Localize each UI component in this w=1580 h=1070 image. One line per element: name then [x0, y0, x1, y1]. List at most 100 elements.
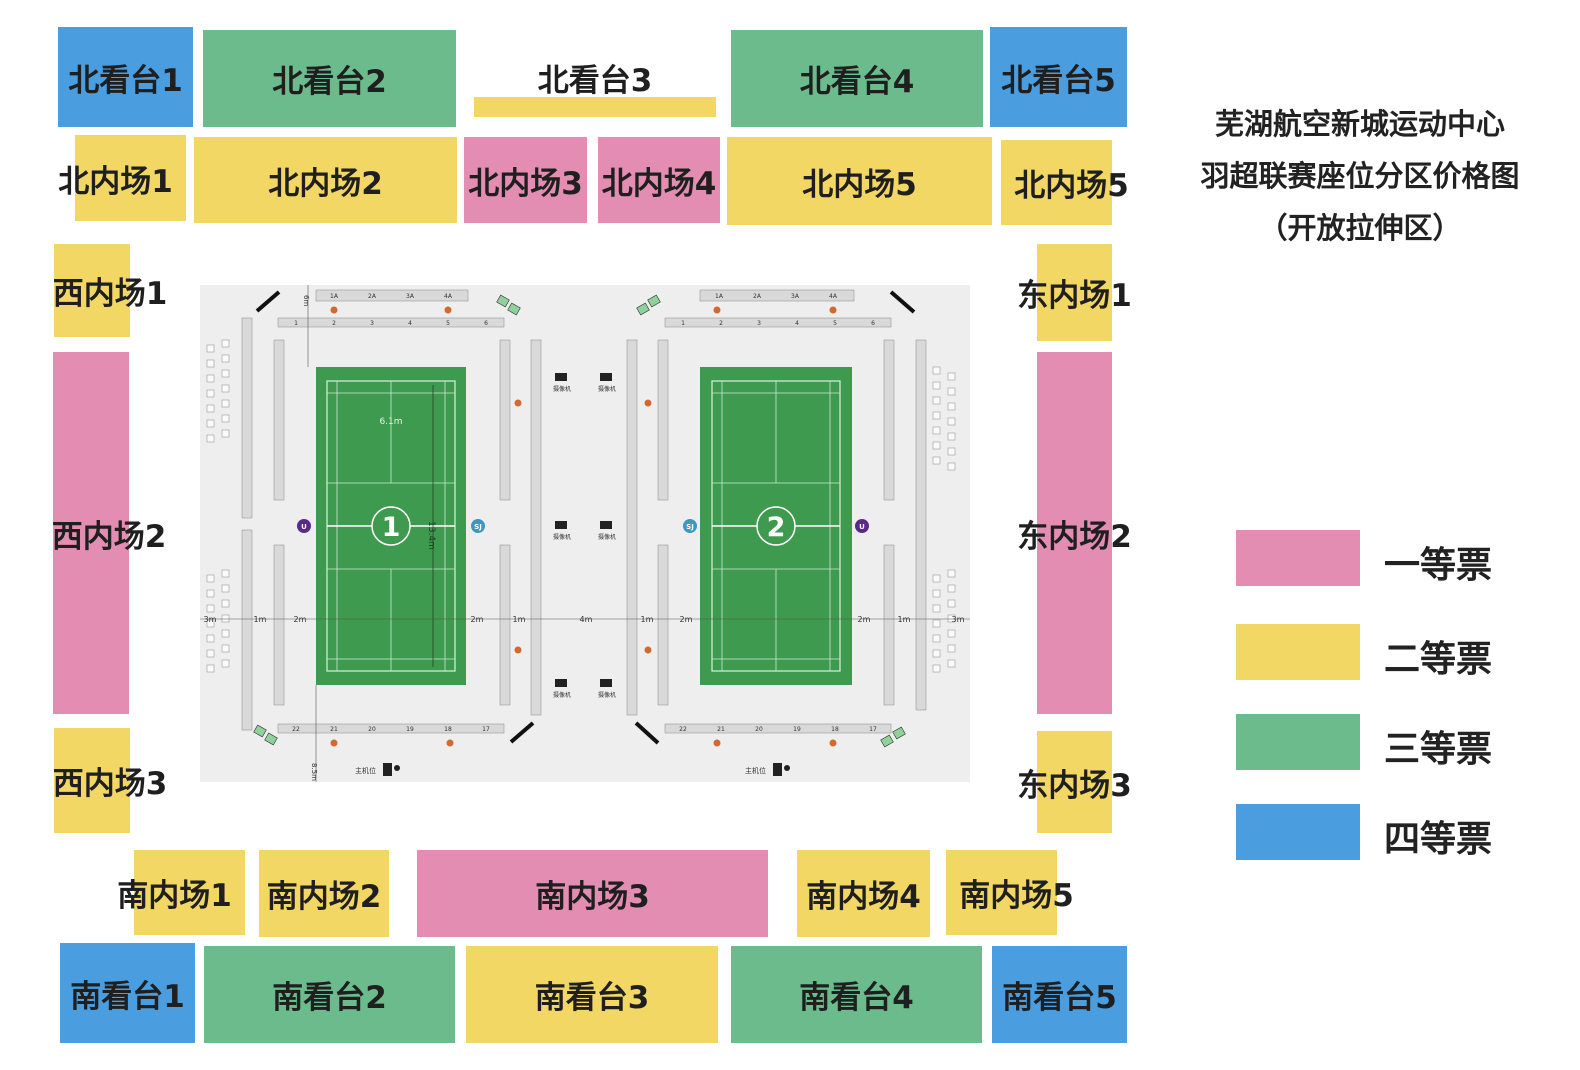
bottom-row-label: 20: [755, 726, 763, 733]
east-inner-2[interactable]: 东内场2: [1017, 352, 1132, 714]
north-inner-3[interactable]: 北内场3: [464, 137, 587, 223]
title-line-1: 芜湖航空新城运动中心: [1214, 107, 1505, 141]
host-positions: 主机位 主机位: [355, 763, 790, 776]
map-title: 芜湖航空新城运动中心 羽超联赛座位分区价格图 （开放拉伸区）: [1180, 98, 1540, 254]
zone-label: 南内场1: [117, 878, 232, 914]
south-inner-4[interactable]: 南内场4: [797, 850, 930, 937]
south-stand-1[interactable]: 南看台1: [60, 943, 195, 1043]
top-row-label: 3: [370, 320, 374, 327]
south-inner-5[interactable]: 南内场5: [946, 850, 1074, 935]
zone-label: 北内场2: [268, 165, 383, 202]
north-inner-5b[interactable]: 北内场5: [1001, 140, 1129, 225]
camera-label: 摄像机: [553, 533, 571, 541]
vertical-seat-strips: [241, 317, 927, 731]
zone-label: 北看台4: [799, 64, 915, 100]
zone-label: 东内场1: [1017, 278, 1132, 314]
top-row-label: 1: [681, 320, 685, 327]
team-benches: [253, 294, 906, 748]
umpire-badges: U U SJ SJ: [297, 519, 869, 533]
corner-barriers: [255, 290, 916, 745]
dim-label: 1m: [254, 615, 267, 624]
top-box-labels: 1A 2A 3A 4A 1A 2A 3A 4A 1 2 3 4 5 6 1 2 …: [294, 293, 875, 327]
top-box-label: 3A: [791, 293, 800, 300]
south-inner-2[interactable]: 南内场2: [259, 850, 389, 937]
south-inner-1[interactable]: 南内场1: [117, 850, 245, 935]
north-stand-4[interactable]: 北看台4: [731, 30, 983, 127]
zone-label: 南看台5: [1002, 980, 1117, 1016]
zone-label: 南看台3: [534, 980, 650, 1016]
south-stand-3[interactable]: 南看台3: [466, 946, 718, 1043]
top-row-label: 4: [795, 320, 799, 327]
legend-swatch-first: [1236, 530, 1360, 586]
court-2-number-badge: [756, 506, 796, 546]
zone-label: 西内场2: [51, 518, 167, 555]
south-stand-5[interactable]: 南看台5: [992, 946, 1127, 1043]
bottom-row-label: 18: [831, 726, 839, 733]
south-stand-4[interactable]: 南看台4: [731, 946, 982, 1043]
north-stand-1[interactable]: 北看台1: [58, 27, 193, 127]
bottom-row-label: 18: [444, 726, 452, 733]
north-inner-1[interactable]: 北内场1: [58, 135, 186, 221]
bottom-row-label: 21: [717, 726, 725, 733]
court-1-number-badge: [371, 506, 411, 546]
camera-label: 摄像机: [598, 533, 616, 541]
court-1-width: 6.1m: [379, 417, 402, 427]
outer-chairs: [206, 339, 956, 673]
dim-label: 2m: [294, 615, 307, 624]
dim-label: 4m: [580, 615, 593, 624]
court-1-top-boxes: [277, 289, 505, 328]
title-line-2: 羽超联赛座位分区价格图: [1200, 159, 1520, 193]
north-stand-3[interactable]: 北看台3: [474, 45, 716, 120]
zone-label: 北内场5: [1014, 168, 1129, 204]
north-stand-2[interactable]: 北看台2: [203, 30, 456, 127]
dim-label: 2m: [858, 615, 871, 624]
zone-label: 北看台2: [272, 64, 387, 100]
top-row-label: 5: [833, 320, 837, 327]
east-inner-1[interactable]: 东内场1: [1017, 244, 1132, 341]
north-stand-5[interactable]: 北看台5: [990, 27, 1127, 127]
north-inner-4[interactable]: 北内场4: [598, 137, 720, 223]
host-label: 主机位: [745, 766, 766, 775]
top-box-label: 4A: [444, 293, 453, 300]
south-stand-2[interactable]: 南看台2: [204, 946, 455, 1043]
top-box-label: 1A: [330, 293, 339, 300]
zone-label: 北内场3: [468, 165, 583, 202]
legend-label-fourth: 四等票: [1384, 819, 1493, 860]
court-1-number: 1: [382, 512, 401, 543]
camera-label: 摄像机: [553, 385, 571, 393]
service-judge-label: SJ: [686, 523, 694, 531]
bottom-row-label: 20: [368, 726, 376, 733]
top-box-label: 3A: [406, 293, 415, 300]
west-inner-2[interactable]: 西内场2: [52, 352, 166, 714]
service-judge-label: SJ: [474, 523, 482, 531]
north-inner-5[interactable]: 北内场5: [727, 137, 992, 225]
zone-label: 西内场3: [52, 766, 168, 802]
north-stand-3-strip: [474, 97, 716, 117]
south-inner-3[interactable]: 南内场3: [417, 850, 768, 937]
top-row-label: 6: [484, 320, 488, 327]
east-inner-3[interactable]: 东内场3: [1017, 731, 1132, 833]
camera-icons: [555, 373, 612, 687]
bottom-box-rows: [277, 723, 892, 734]
court-1[interactable]: 1 6.1m 13.4m: [316, 367, 466, 685]
court-2-top-boxes: [664, 289, 892, 328]
north-inner-2[interactable]: 北内场2: [194, 137, 457, 223]
dim-label: 2m: [471, 615, 484, 624]
zone-label: 南看台2: [272, 980, 387, 1016]
legend-label-first: 一等票: [1384, 545, 1493, 586]
bottom-row-label: 19: [406, 726, 414, 733]
zone-label: 北内场4: [601, 165, 717, 202]
court-2[interactable]: 2: [700, 367, 852, 685]
top-row-label: 2: [719, 320, 723, 327]
top-row-label: 2: [332, 320, 336, 327]
west-inner-1[interactable]: 西内场1: [53, 244, 167, 337]
zone-label: 东内场2: [1017, 518, 1132, 555]
bottom-row-label: 19: [793, 726, 801, 733]
top-row-label: 1: [294, 320, 298, 327]
zone-label: 南内场2: [266, 879, 382, 915]
zone-label: 北内场1: [58, 163, 173, 200]
legend-label-third: 三等票: [1384, 729, 1493, 770]
west-inner-3[interactable]: 西内场3: [53, 728, 167, 833]
zone-label: 西内场1: [52, 276, 168, 312]
zone-label: 北看台1: [68, 62, 183, 99]
